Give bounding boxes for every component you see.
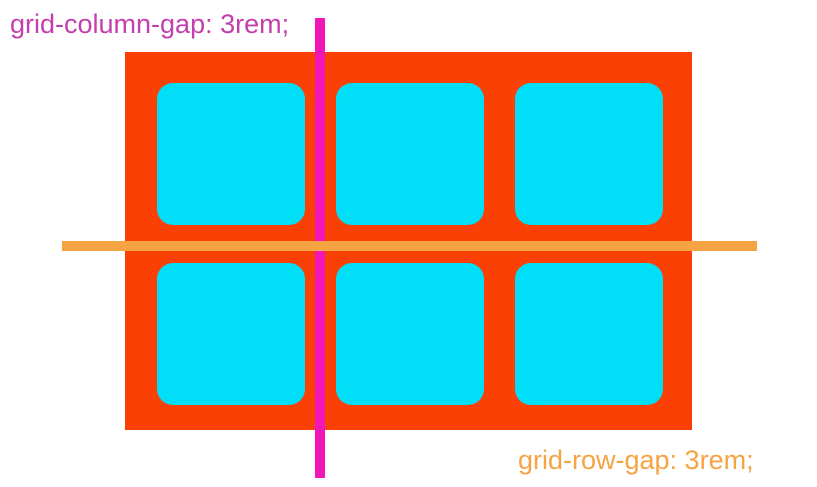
grid-cell: [515, 263, 663, 405]
grid-cell: [336, 263, 484, 405]
row-gap-indicator-line: [62, 241, 757, 251]
grid-cell: [157, 263, 305, 405]
grid-cell: [157, 83, 305, 225]
grid-cell: [515, 83, 663, 225]
row-gap-label: grid-row-gap: 3rem;: [518, 445, 754, 475]
grid-cell: [336, 83, 484, 225]
column-gap-label: grid-column-gap: 3rem;: [10, 9, 290, 39]
